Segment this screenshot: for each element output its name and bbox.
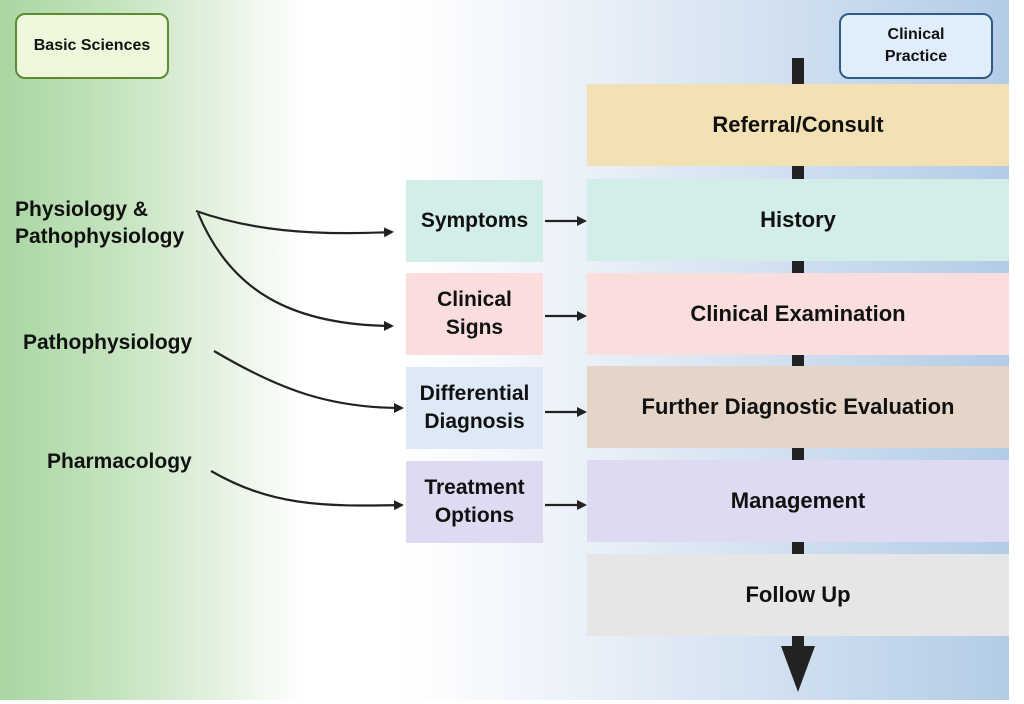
science-label: Pharmacology: [47, 450, 192, 473]
timeline-arrowhead-icon: [781, 646, 815, 692]
stage-label: Follow Up: [745, 582, 851, 607]
stage-label: Clinical Examination: [690, 301, 906, 326]
basic-sciences-header-label: Basic Sciences: [33, 37, 151, 54]
stage-further-diagnostic-evaluation: Further Diagnostic Evaluation: [587, 366, 1009, 448]
stage-management: Management: [587, 460, 1009, 542]
concept-label: Differential Diagnosis: [419, 382, 530, 433]
clinical-practice-header: Clinical Practice: [839, 13, 993, 79]
stage-follow-up: Follow Up: [587, 554, 1009, 636]
science-physiology-pathophysiology: Physiology & Pathophysiology: [15, 196, 205, 250]
concept-symptoms: Symptoms: [406, 180, 543, 262]
stage-label: Referral/Consult: [712, 112, 884, 137]
stage-referral-consult: Referral/Consult: [587, 84, 1009, 166]
stage-label: History: [760, 207, 836, 232]
concept-treatment-options: Treatment Options: [406, 461, 543, 543]
science-label: Pathophysiology: [23, 331, 193, 354]
clinical-practice-header-label: Clinical Practice: [884, 26, 948, 65]
science-pharmacology: Pharmacology: [47, 448, 192, 475]
science-label: Physiology & Pathophysiology: [15, 198, 185, 248]
stage-label: Further Diagnostic Evaluation: [641, 394, 955, 419]
stage-label: Management: [730, 488, 866, 513]
basic-sciences-header: Basic Sciences: [15, 13, 169, 79]
concept-differential-diagnosis: Differential Diagnosis: [406, 367, 543, 449]
science-pathophysiology: Pathophysiology: [23, 329, 192, 356]
stage-clinical-examination: Clinical Examination: [587, 273, 1009, 355]
concept-label: Treatment Options: [424, 476, 525, 527]
concept-label: Clinical Signs: [437, 288, 512, 339]
concept-clinical-signs: Clinical Signs: [406, 273, 543, 355]
concept-label: Symptoms: [420, 209, 529, 232]
stage-history: History: [587, 179, 1009, 261]
